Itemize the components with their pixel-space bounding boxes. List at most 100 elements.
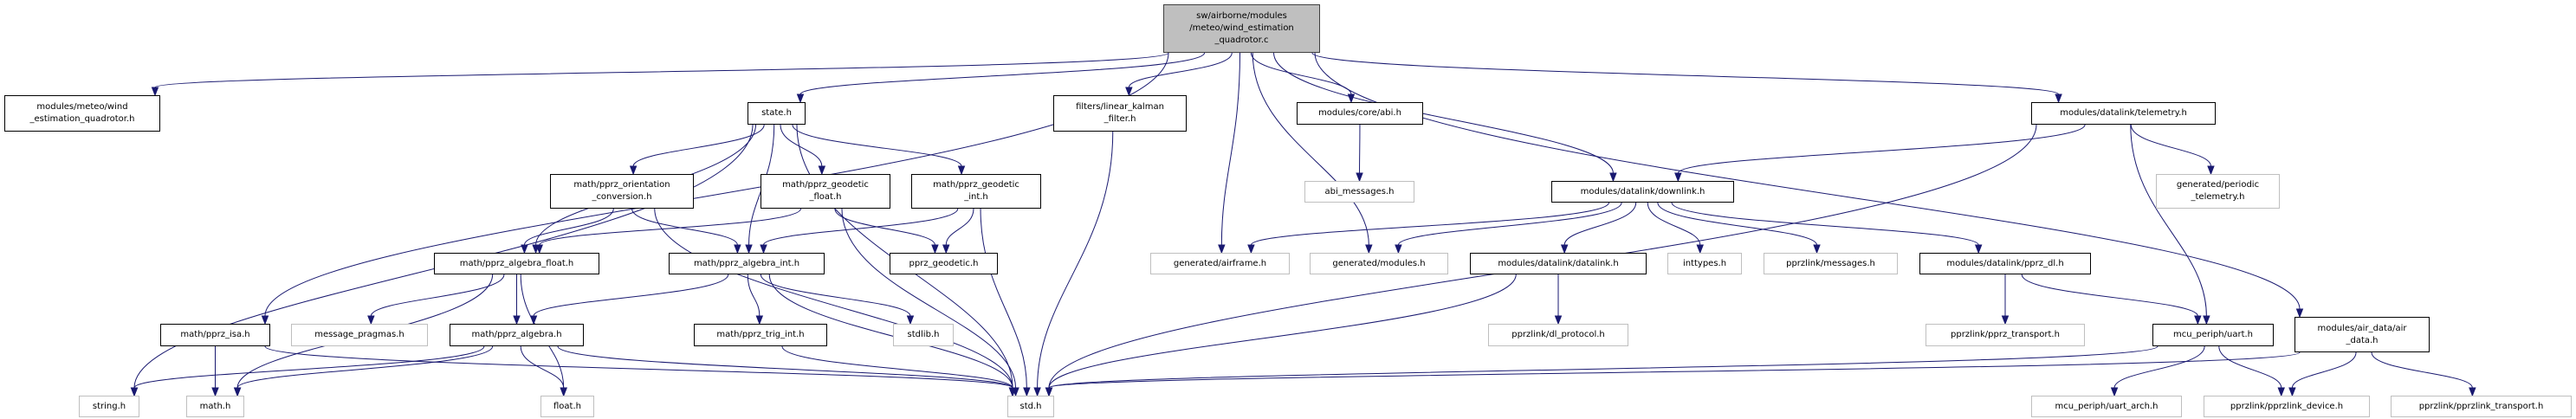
node-label: mcu_periph/uart_arch.h [2055, 401, 2159, 411]
node-wind-h[interactable]: modules/meteo/wind_estimation_quadrotor.… [4, 95, 160, 132]
node-label: generated/modules.h [1332, 258, 1426, 268]
node-msg-pragmas[interactable]: message_pragmas.h [291, 324, 428, 346]
node-state[interactable]: state.h [748, 102, 806, 125]
arrowhead-icon [1247, 244, 1255, 255]
edge-main-to-wind_h [154, 52, 1169, 88]
edge-filters-to-std [1037, 131, 1114, 389]
node-label: state.h [761, 108, 792, 118]
node-air-data[interactable]: modules/air_data/air_data.h [2294, 317, 2430, 352]
node-pprz-dl[interactable]: modules/datalink/pprz_dl.h [1919, 253, 2091, 274]
arrowhead-icon [2055, 93, 2062, 104]
arrowhead-icon [1045, 387, 1053, 397]
node-stdlib[interactable]: stdlib.h [893, 324, 954, 346]
node-label: math/pprz_trig_int.h [716, 330, 805, 339]
node-pprz-geodetic[interactable]: pprz_geodetic.h [890, 253, 998, 274]
edge-downlink-to-pprz_dl [1671, 202, 1979, 246]
arrowhead-icon [1365, 244, 1373, 255]
node-label: _float.h [809, 192, 842, 202]
arrowhead-icon [1008, 387, 1017, 397]
arrowhead-icon [2277, 387, 2285, 397]
edge-geo_float-to-std [841, 208, 1017, 389]
node-abi-messages[interactable]: abi_messages.h [1304, 181, 1414, 203]
node-downlink[interactable]: modules/datalink/downlink.h [1551, 181, 1734, 203]
arrowhead-icon [1560, 244, 1569, 255]
node-alg-int[interactable]: math/pprz_algebra_int.h [669, 253, 825, 274]
arrowhead-icon [1813, 244, 1821, 255]
node-algebra[interactable]: math/pprz_algebra.h [450, 324, 584, 346]
node-abi[interactable]: modules/core/abi.h [1297, 102, 1423, 125]
node-inttypes[interactable]: inttypes.h [1667, 253, 1742, 274]
node-dl-protocol[interactable]: pprzlink/dl_protocol.h [1488, 324, 1628, 346]
node-telemetry[interactable]: modules/datalink/telemetry.h [2031, 102, 2216, 125]
node-airframe[interactable]: generated/airframe.h [1150, 253, 1290, 274]
node-datalink[interactable]: modules/datalink/datalink.h [1470, 253, 1647, 274]
node-string[interactable]: string.h [79, 396, 139, 417]
arrowhead-icon [745, 244, 753, 255]
arrowhead-icon [931, 244, 939, 255]
node-std[interactable]: std.h [1007, 396, 1054, 417]
arrowhead-icon [1125, 87, 1133, 97]
node-label: modules/datalink/datalink.h [1498, 258, 1619, 268]
edge-uart-to-std [1048, 345, 2159, 389]
node-uart-arch[interactable]: mcu_periph/uart_arch.h [2031, 396, 2182, 417]
arrowhead-icon [1609, 172, 1617, 183]
node-isa[interactable]: math/pprz_isa.h [160, 324, 270, 346]
node-label: _filter.h [1104, 114, 1136, 124]
node-geo-float[interactable]: math/pprz_geodetic_float.h [761, 174, 890, 209]
node-pl-transport[interactable]: pprzlink/pprzlink_transport.h [2391, 396, 2572, 417]
node-modules[interactable]: generated/modules.h [1310, 253, 1448, 274]
arrowhead-icon [211, 387, 219, 397]
node-label: filters/linear_kalman [1076, 102, 1164, 112]
arrowhead-icon [2288, 387, 2296, 397]
edge-main-to-telemetry [1311, 52, 2060, 95]
arrowhead-icon [1554, 315, 1563, 326]
node-pl-messages[interactable]: pprzlink/messages.h [1764, 253, 1898, 274]
edge-telemetry-to-uart [2130, 124, 2207, 317]
node-filters[interactable]: filters/linear_kalman _filter.h [1053, 95, 1187, 132]
edge-main-to-filters [1128, 52, 1233, 88]
node-float[interactable]: float.h [540, 396, 594, 417]
arrowhead-icon [1347, 93, 1356, 104]
node-orientation[interactable]: math/pprz_orientation_conversion.h [550, 174, 694, 209]
node-label: _conversion.h [592, 192, 652, 202]
node-label: mcu_periph/uart.h [2172, 330, 2254, 339]
node-geo-int[interactable]: math/pprz_geodetic_int.h [911, 174, 1041, 209]
node-uart[interactable]: mcu_periph/uart.h [2152, 324, 2274, 346]
arrowhead-icon [2194, 315, 2202, 326]
arrowhead-icon [1356, 172, 1363, 183]
arrowhead-icon [1674, 172, 1682, 183]
node-label: pprz_geodetic.h [909, 258, 979, 268]
arrowhead-icon [957, 165, 966, 176]
arrowhead-icon [367, 315, 375, 326]
node-label: pprzlink/pprzlink_device.h [2230, 401, 2344, 411]
edge-downlink-to-inttypes [1647, 202, 1701, 246]
node-main[interactable]: sw/airborne/modules/meteo/wind_estimatio… [1163, 4, 1320, 53]
node-periodic[interactable]: generated/periodic_telemetry.h [2156, 174, 2280, 209]
arrowhead-icon [261, 315, 269, 326]
node-label: math/pprz_algebra_float.h [459, 258, 574, 268]
node-pl-device[interactable]: pprzlink/pprzlink_device.h [2204, 396, 2370, 417]
node-label: math/pprz_geodetic [933, 180, 1019, 190]
node-label: pprzlink/dl_protocol.h [1511, 330, 1605, 339]
node-label: pprzlink/pprzlink_transport.h [2418, 401, 2544, 411]
edge-downlink-to-modules [1397, 202, 1622, 246]
node-label: modules/datalink/telemetry.h [2060, 108, 2187, 118]
edge-alg_int-to-algebra [533, 274, 729, 317]
node-label: pprzlink/pprz_transport.h [1951, 330, 2060, 339]
edge-alg_float-to-msg_pragmas [370, 274, 505, 317]
node-pprz-transport[interactable]: pprzlink/pprz_transport.h [1926, 324, 2085, 346]
node-label: generated/periodic [2176, 180, 2260, 190]
edge-downlink-to-datalink [1563, 202, 1637, 246]
arrowhead-icon [2203, 315, 2210, 326]
edge-geo_int-to-alg_int [763, 208, 959, 246]
node-alg-float[interactable]: math/pprz_algebra_float.h [434, 253, 599, 274]
node-trig-int[interactable]: math/pprz_trig_int.h [694, 324, 827, 346]
node-label: stdlib.h [907, 330, 940, 339]
edge-alg_int-to-trig_int [747, 274, 761, 317]
edge-isa-to-std [264, 345, 1013, 389]
node-math[interactable]: math.h [186, 396, 244, 417]
edge-downlink-to-airframe [1250, 202, 1609, 246]
arrowhead-icon [151, 87, 159, 97]
arrowhead-icon [629, 165, 638, 176]
